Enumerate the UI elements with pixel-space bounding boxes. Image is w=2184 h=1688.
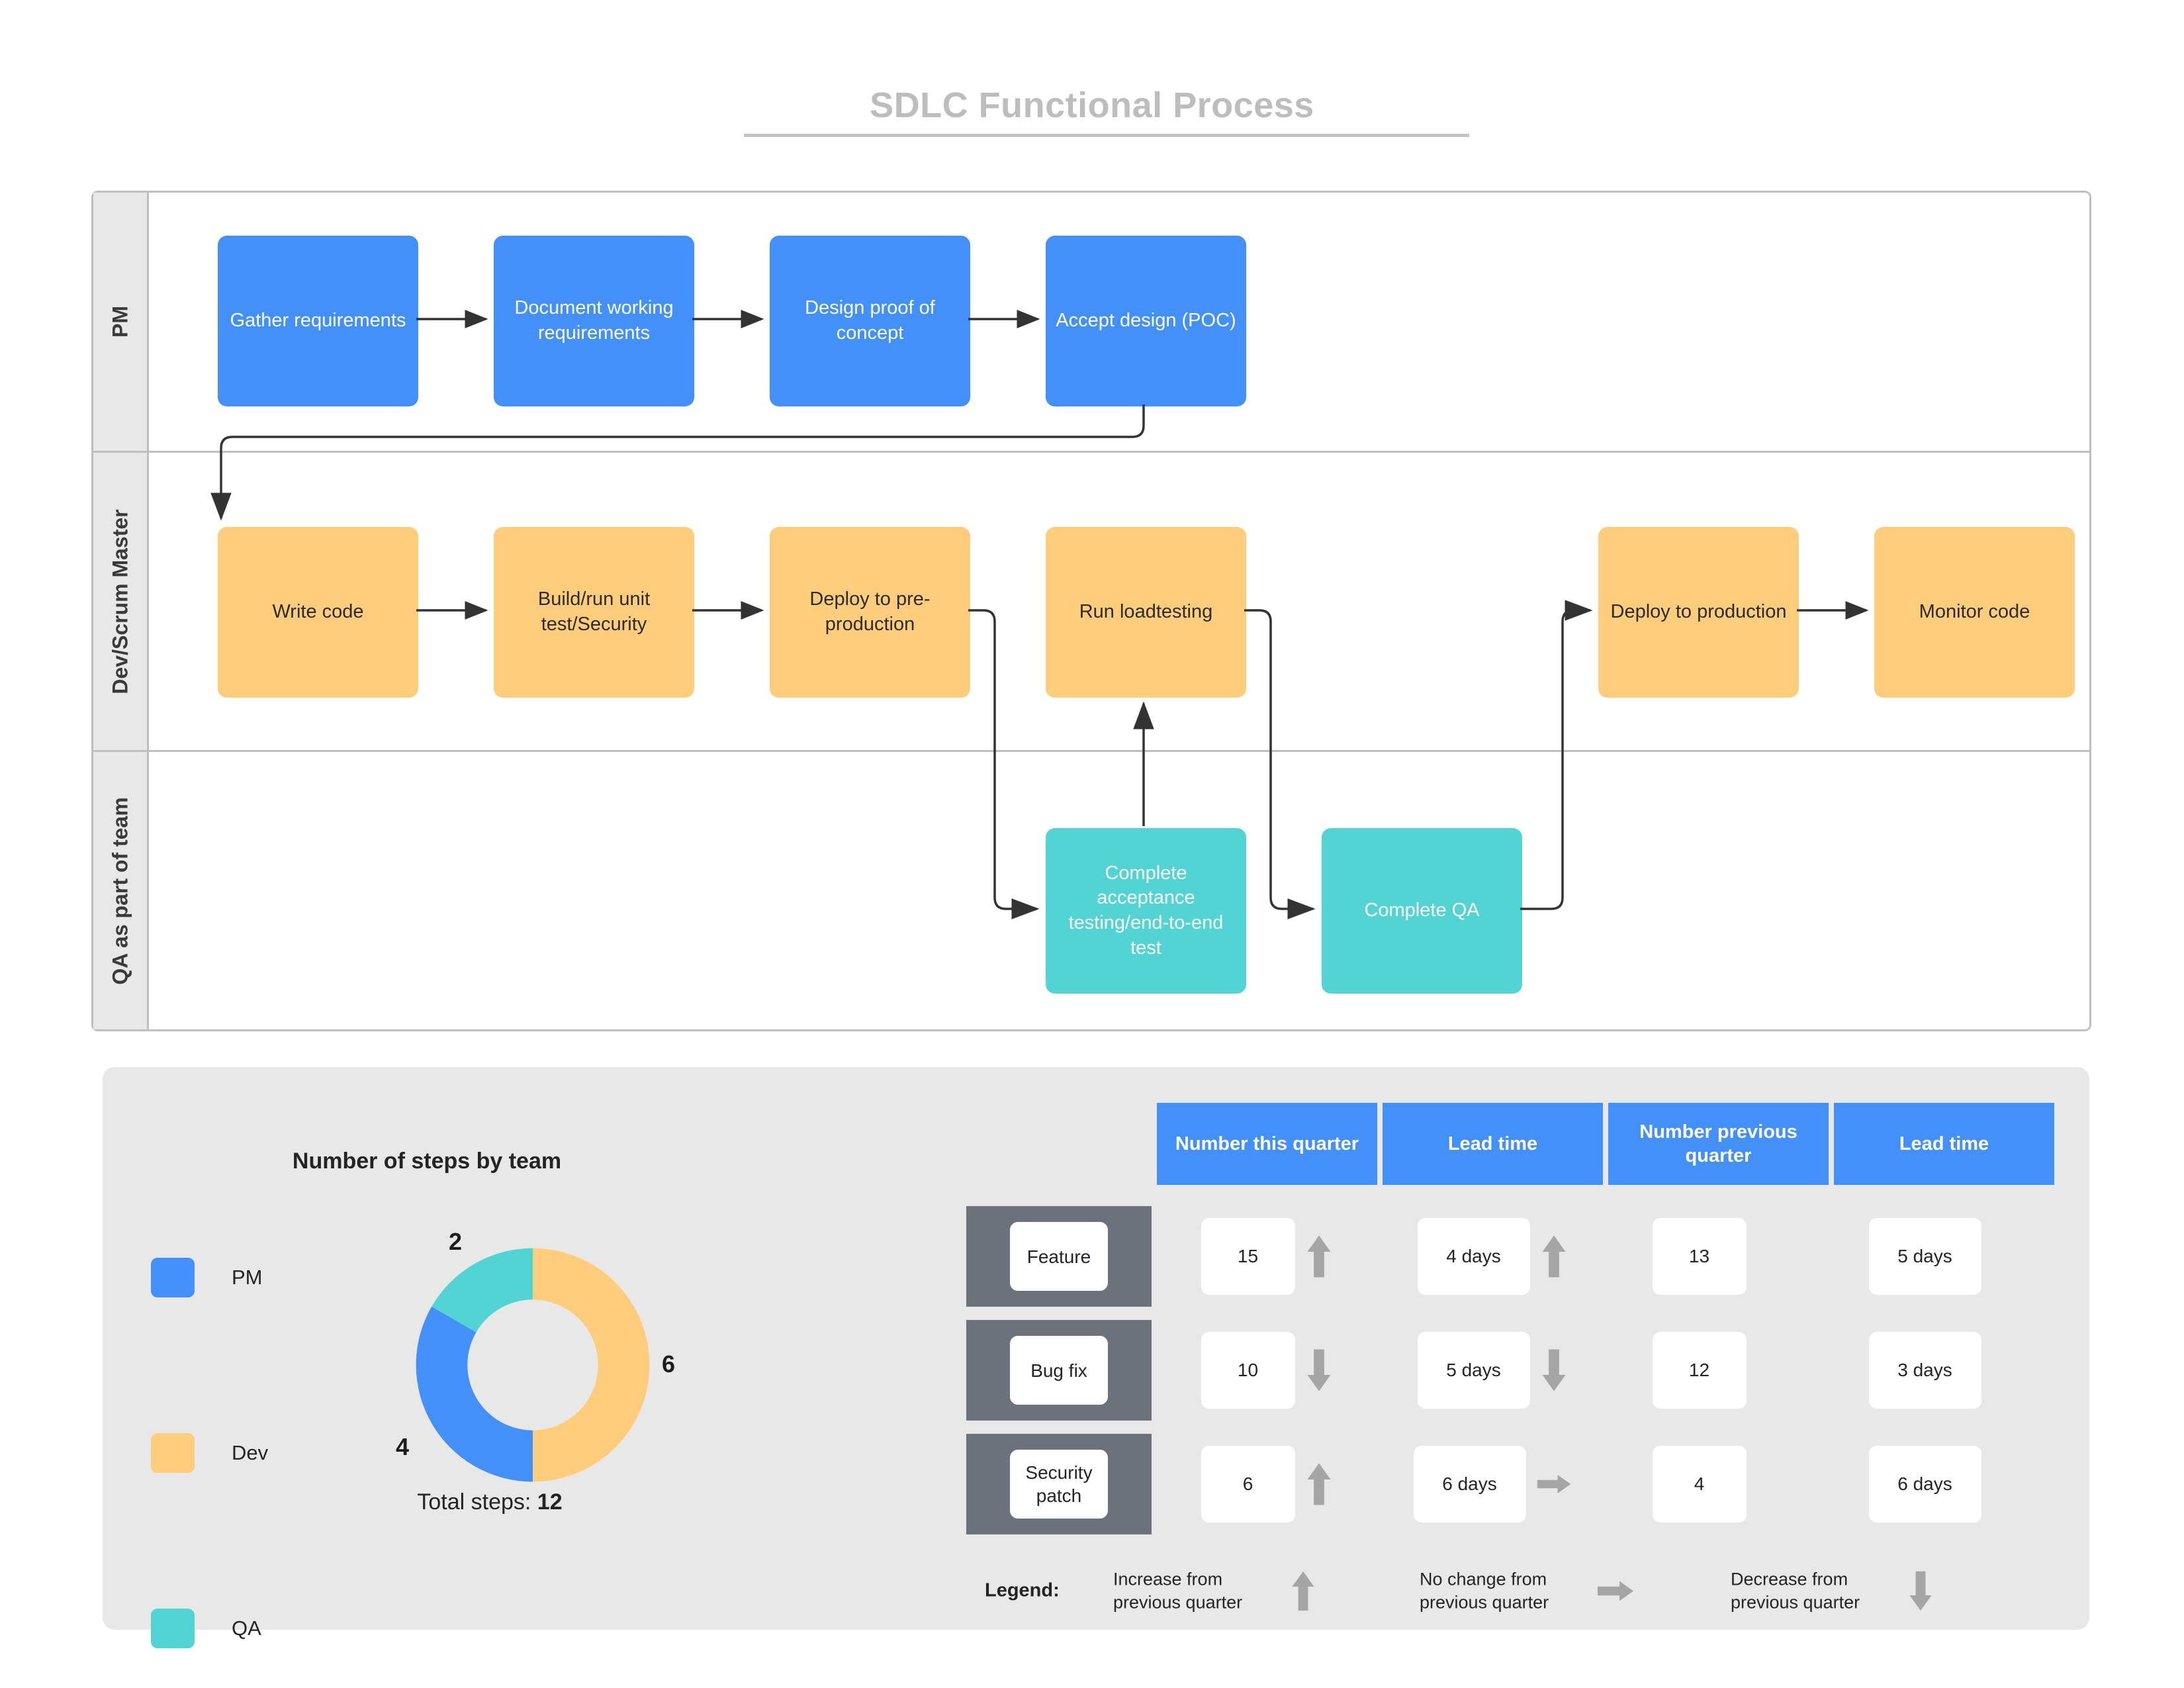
arrow-right-icon: [1598, 1581, 1633, 1601]
table-row-label-security-patch[interactable]: Security patch: [966, 1434, 1152, 1534]
donut-value-qa: 2: [449, 1228, 463, 1255]
donut-total-value: 12: [537, 1489, 563, 1515]
process-node-accept-design-poc[interactable]: Accept design (POC): [1046, 236, 1246, 406]
table-cell-bugfix-lead-time-previous-quarter: 3 days: [1834, 1320, 2054, 1421]
legend-entry-text: Decrease from previous quarter: [1731, 1569, 1860, 1612]
arrow-up-icon: [1292, 1571, 1314, 1611]
arrow-up-icon: [1542, 1235, 1565, 1278]
swimlane-diagram: PM Dev/Scrum Master QA as part of team G…: [91, 191, 2091, 1031]
table-row-label-feature[interactable]: Feature: [966, 1206, 1152, 1307]
swimlane-header-dev: Dev/Scrum Master: [93, 453, 149, 750]
process-node-build-run-unit-test-security[interactable]: Build/run unit test/Security: [494, 527, 694, 698]
process-node-deploy-to-production[interactable]: Deploy to production: [1598, 527, 1799, 698]
table-value-lead-time-prev: 5 days: [1868, 1218, 1981, 1295]
table-cell-security-lead-time-this-quarter: 6 days: [1383, 1434, 1603, 1534]
table-value-lead-time: 5 days: [1417, 1332, 1530, 1409]
table-value-number: 6: [1201, 1446, 1295, 1523]
legend-entry-text: No change from previous quarter: [1420, 1569, 1549, 1612]
swimlane-pm: PM: [93, 193, 2089, 451]
process-node-write-code[interactable]: Write code: [218, 527, 418, 698]
swimlane-label-pm: PM: [108, 306, 132, 338]
table-cell-feature-lead-time-this-quarter: 4 days: [1383, 1206, 1603, 1307]
table-row-label-text: Security patch: [1010, 1450, 1108, 1519]
arrow-down-icon: [1542, 1349, 1565, 1391]
table-cell-security-number-this-quarter: 6: [1157, 1434, 1377, 1534]
donut-value-pm: 4: [396, 1433, 410, 1460]
process-node-deploy-to-pre-production[interactable]: Deploy to pre-production: [770, 527, 970, 698]
table-cell-feature-number-previous-quarter: 13: [1608, 1206, 1829, 1307]
table-row-label-bug-fix[interactable]: Bug fix: [966, 1320, 1152, 1421]
donut-total-label: Total steps:: [417, 1489, 531, 1515]
swimlane-label-dev: Dev/Scrum Master: [108, 508, 132, 694]
chart-legend-item-qa: QA: [151, 1609, 261, 1648]
table-header-lead-time-this-quarter: Lead time: [1383, 1103, 1603, 1185]
chart-legend-swatch-qa: [151, 1609, 195, 1648]
chart-legend-swatch-pm: [151, 1258, 195, 1297]
table-cell-feature-lead-time-previous-quarter: 5 days: [1834, 1206, 2054, 1307]
table-value-number-prev: 12: [1652, 1332, 1747, 1409]
chart-legend-item-pm: PM: [151, 1258, 263, 1297]
table-header-label: Number this quarter: [1175, 1133, 1359, 1154]
chart-legend-item-dev: Dev: [151, 1433, 268, 1473]
chart-legend-label-qa: QA: [232, 1617, 261, 1640]
table-legend: Legend: Increase from previous quarter N…: [966, 1557, 2044, 1624]
table-cell-feature-number-this-quarter: 15: [1157, 1206, 1377, 1307]
table-value-number: 10: [1201, 1332, 1295, 1409]
table-cell-security-number-previous-quarter: 4: [1608, 1434, 1829, 1534]
swimlane-header-qa: QA as part of team: [93, 752, 149, 1029]
arrow-up-icon: [1307, 1235, 1330, 1278]
table-cell-bugfix-number-this-quarter: 10: [1157, 1320, 1377, 1421]
process-node-complete-qa[interactable]: Complete QA: [1322, 828, 1522, 994]
table-value-lead-time: 4 days: [1417, 1218, 1530, 1295]
arrow-right-icon: [1537, 1475, 1570, 1493]
chart-title: Number of steps by team: [292, 1149, 562, 1174]
legend-entry-increase: Increase from previous quarter: [1113, 1568, 1317, 1613]
table-value-lead-time: 6 days: [1413, 1446, 1526, 1523]
title-underline: [744, 134, 1469, 137]
process-node-monitor-code[interactable]: Monitor code: [1874, 527, 2075, 698]
table-cell-security-lead-time-previous-quarter: 6 days: [1834, 1434, 2054, 1534]
process-node-document-working-requirements[interactable]: Document working requirements: [494, 236, 694, 406]
arrow-down-icon: [1307, 1349, 1330, 1391]
table-value-number-prev: 13: [1652, 1218, 1747, 1295]
chart-legend-swatch-dev: [151, 1433, 195, 1473]
table-header-lead-time-previous-quarter: Lead time: [1834, 1103, 2054, 1185]
donut-value-dev: 6: [662, 1350, 676, 1378]
donut-total: Total steps: 12: [351, 1489, 629, 1515]
process-node-run-loadtesting[interactable]: Run loadtesting: [1046, 527, 1246, 698]
process-node-gather-requirements[interactable]: Gather requirements: [218, 236, 418, 406]
arrow-down-icon: [1909, 1571, 1932, 1611]
legend-entry-decrease: Decrease from previous quarter: [1731, 1568, 1934, 1613]
legend-title: Legend:: [985, 1579, 1060, 1601]
table-value-lead-time-prev: 6 days: [1868, 1446, 1981, 1523]
table-value-number: 15: [1201, 1218, 1295, 1295]
table-value-lead-time-prev: 3 days: [1868, 1332, 1981, 1409]
table-row-label-text: Bug fix: [1010, 1336, 1108, 1405]
process-node-design-proof-of-concept[interactable]: Design proof of concept: [770, 236, 970, 406]
legend-entry-text: Increase from previous quarter: [1113, 1569, 1243, 1612]
page-title: SDLC Functional Process: [870, 85, 1314, 125]
donut-chart: [416, 1248, 650, 1482]
table-header-number-previous-quarter: Number previous quarter: [1608, 1103, 1829, 1185]
table-header-number-this-quarter: Number this quarter: [1157, 1103, 1377, 1185]
swimlane-header-pm: PM: [93, 193, 149, 451]
swimlane-qa: QA as part of team: [93, 752, 2089, 1029]
arrow-up-icon: [1307, 1463, 1330, 1505]
table-cell-bugfix-number-previous-quarter: 12: [1608, 1320, 1829, 1421]
chart-legend-label-dev: Dev: [232, 1441, 269, 1464]
process-node-complete-acceptance-testing[interactable]: Complete acceptance testing/end-to-end t…: [1046, 828, 1246, 994]
swimlane-label-qa: QA as part of team: [108, 796, 132, 985]
chart-legend-label-pm: PM: [232, 1266, 263, 1289]
table-row-label-text: Feature: [1010, 1222, 1108, 1291]
table-cell-bugfix-lead-time-this-quarter: 5 days: [1383, 1320, 1603, 1421]
legend-entry-no-change: No change from previous quarter: [1420, 1568, 1635, 1613]
table-value-number-prev: 4: [1652, 1446, 1747, 1523]
